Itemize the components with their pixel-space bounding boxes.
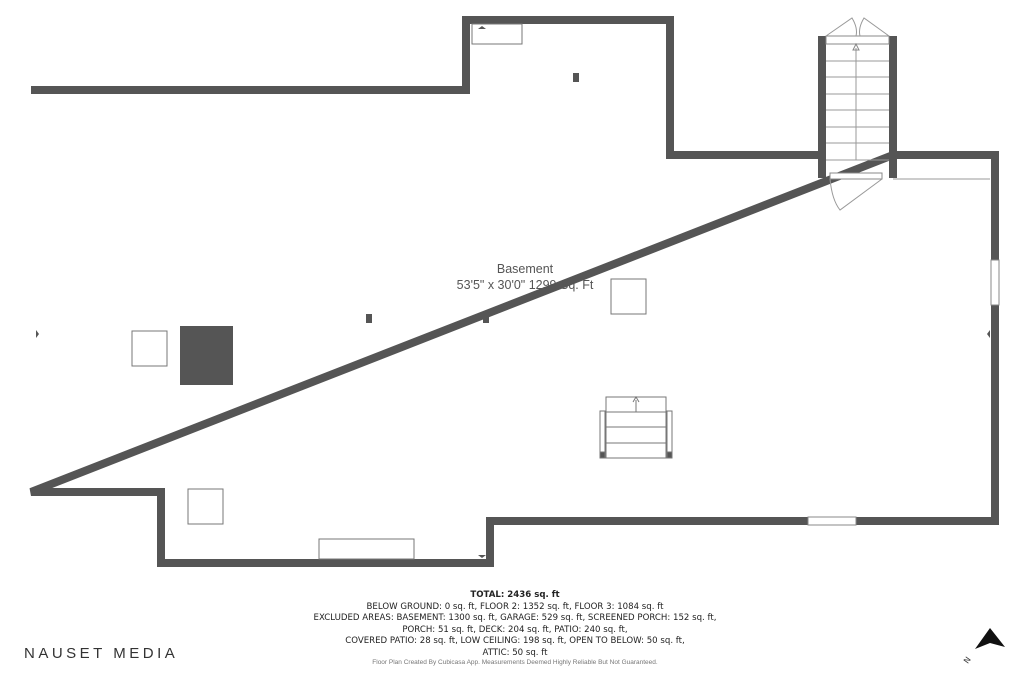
summary-line: EXCLUDED AREAS: BASEMENT: 1300 sq. ft, G… [313, 613, 717, 624]
brand-logo: NAUSET MEDIA [24, 645, 179, 662]
summary-line: BELOW GROUND: 0 sq. ft, FLOOR 2: 1352 sq… [366, 601, 664, 612]
summary-line: ATTIC: 50 sq. ft [482, 647, 548, 658]
appliance [131, 330, 168, 367]
appliance [610, 278, 647, 315]
column [573, 73, 579, 82]
room-label-basement: Basement 53'5" x 30'0" 1299 Sq. Ft [380, 261, 670, 293]
chimney [180, 326, 233, 385]
room-name: Basement [496, 262, 554, 276]
appliance [187, 488, 224, 525]
summary-line: COVERED PATIO: 28 sq. ft, LOW CEILING: 1… [345, 636, 685, 647]
north-arrow-icon [975, 628, 1005, 649]
window [807, 516, 857, 526]
column [366, 314, 372, 323]
disclaimer: Floor Plan Created By Cubicasa App. Meas… [372, 659, 658, 666]
area-summary: TOTAL: 2436 sq. ft BELOW GROUND: 0 sq. f… [250, 590, 780, 660]
staircase [818, 17, 990, 211]
fixture [318, 538, 415, 560]
interior-stairs [599, 396, 673, 459]
column [483, 314, 489, 323]
compass-label: N [962, 655, 973, 665]
window [990, 259, 1000, 306]
room-dimensions: 53'5" x 30'0" 1299 Sq. Ft [456, 278, 594, 292]
total-area: TOTAL: 2436 sq. ft [470, 590, 560, 600]
summary-line: PORCH: 51 sq. ft, DECK: 204 sq. ft, PATI… [402, 624, 628, 635]
fixture [471, 23, 523, 45]
